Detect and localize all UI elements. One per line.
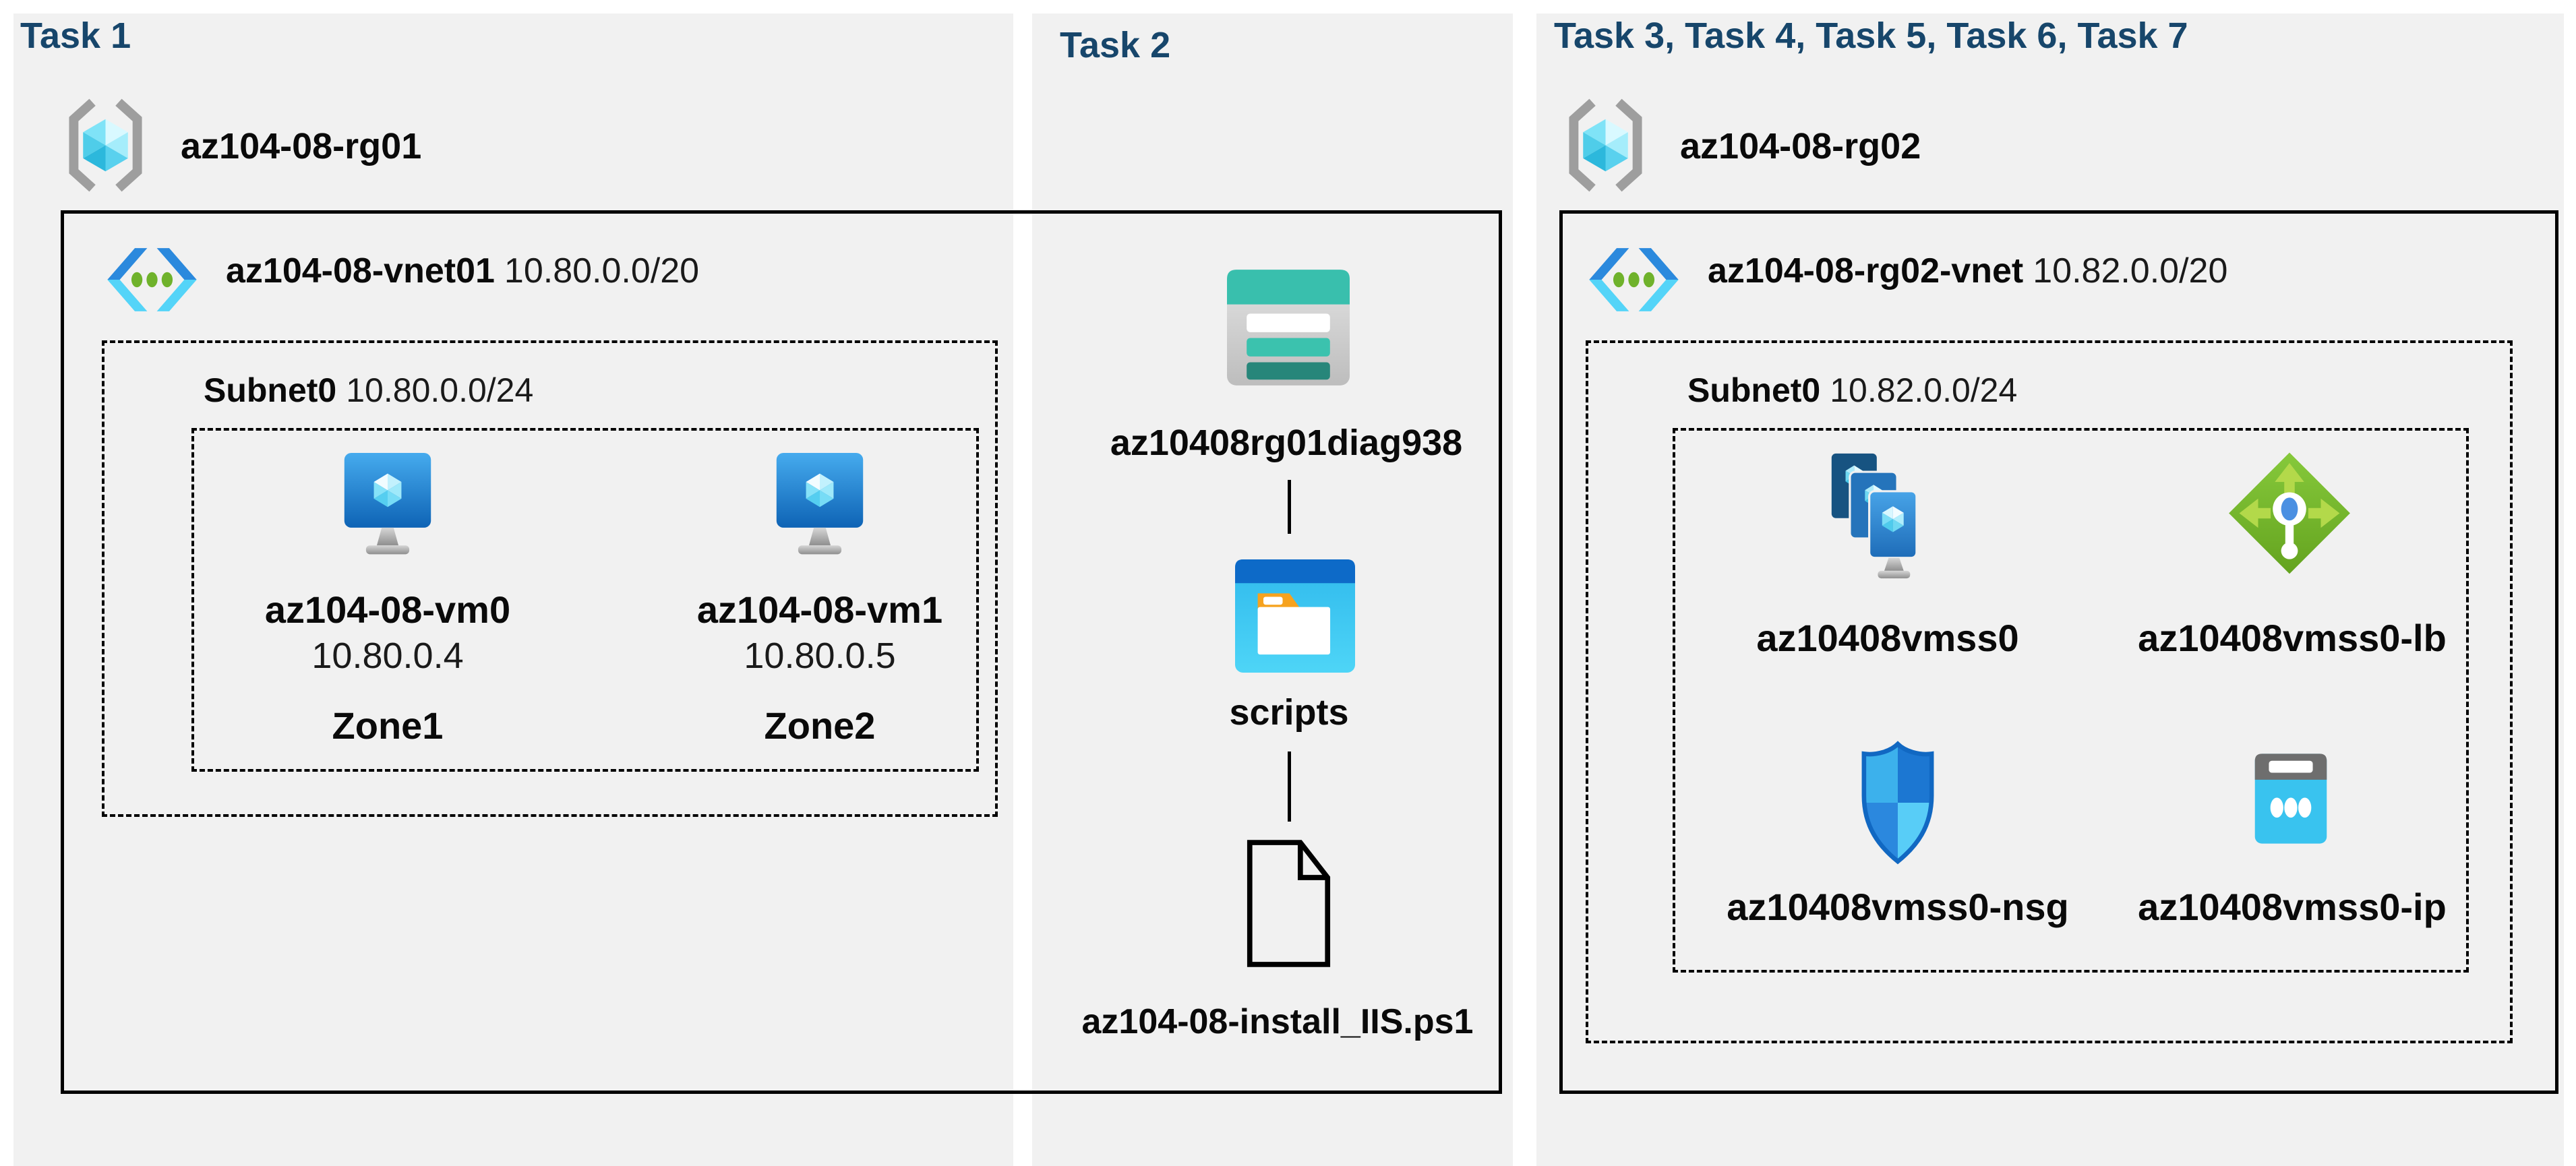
vm-ip: 10.80.0.4 <box>311 636 464 676</box>
task3-title: Task 3, Task 4, Task 5, Task 6, Task 7 <box>1554 16 2188 56</box>
storage-account-name: az10408rg01diag938 <box>1110 423 1463 463</box>
resource-group-name: az104-08-rg02 <box>1680 126 1921 166</box>
connector-line <box>1288 751 1291 822</box>
connector-line <box>1288 480 1291 534</box>
task2-title: Task 2 <box>1060 25 1171 65</box>
blob-container-icon <box>1235 559 1355 673</box>
vnet-cidr: 10.82.0.0/20 <box>2033 251 2228 290</box>
vm-name: az104-08-vm0 <box>264 588 511 631</box>
nsg-name: az10408vmss0-nsg <box>1727 886 2069 928</box>
subnet-cidr: 10.82.0.0/24 <box>1830 371 2018 409</box>
resources-box <box>1673 428 2469 973</box>
subnet-name: Subnet0 <box>1687 371 1821 409</box>
task1-task2-boundary-box <box>61 210 1502 1094</box>
virtual-machine-icon <box>776 453 864 555</box>
script-file-name: az104-08-install_IIS.ps1 <box>1081 1002 1474 1041</box>
vnet-name: az104-08-vnet01 <box>226 251 495 290</box>
public-ip-icon <box>2254 754 2327 844</box>
task3-panel <box>1536 13 2564 1166</box>
resource-group-icon <box>69 98 142 192</box>
task3-boundary-box <box>1559 210 2558 1094</box>
container-name: scripts <box>1229 692 1349 733</box>
subnet-name: Subnet0 <box>204 371 337 409</box>
script-file-icon <box>1247 840 1331 967</box>
availability-zone-box <box>191 428 979 772</box>
load-balancer-icon <box>2229 452 2350 574</box>
vnet-name: az104-08-rg02-vnet <box>1708 251 2024 290</box>
network-security-group-icon <box>1861 741 1934 865</box>
virtual-network-icon <box>107 248 197 311</box>
vm-scale-set-icon <box>1829 451 1918 579</box>
public-ip-name: az10408vmss0-ip <box>2138 886 2447 928</box>
vm-ip: 10.80.0.5 <box>744 636 896 676</box>
virtual-machine-icon <box>344 453 431 555</box>
resource-group-name: az104-08-rg01 <box>181 126 422 166</box>
vmss-name: az10408vmss0 <box>1756 617 2019 659</box>
vm-zone: Zone2 <box>764 704 876 747</box>
vnet-cidr: 10.80.0.0/20 <box>504 251 700 290</box>
task1-title: Task 1 <box>20 16 131 56</box>
resource-group-icon <box>1569 98 1642 192</box>
subnet-box <box>1586 340 2513 1043</box>
vm-name: az104-08-vm1 <box>696 588 943 631</box>
load-balancer-name: az10408vmss0-lb <box>2138 617 2447 659</box>
storage-account-icon <box>1227 270 1350 386</box>
subnet-cidr: 10.80.0.0/24 <box>346 371 534 409</box>
task1-panel <box>13 13 1013 1166</box>
vm-zone: Zone1 <box>332 704 444 747</box>
subnet-box <box>102 340 998 817</box>
virtual-network-icon <box>1589 248 1679 311</box>
